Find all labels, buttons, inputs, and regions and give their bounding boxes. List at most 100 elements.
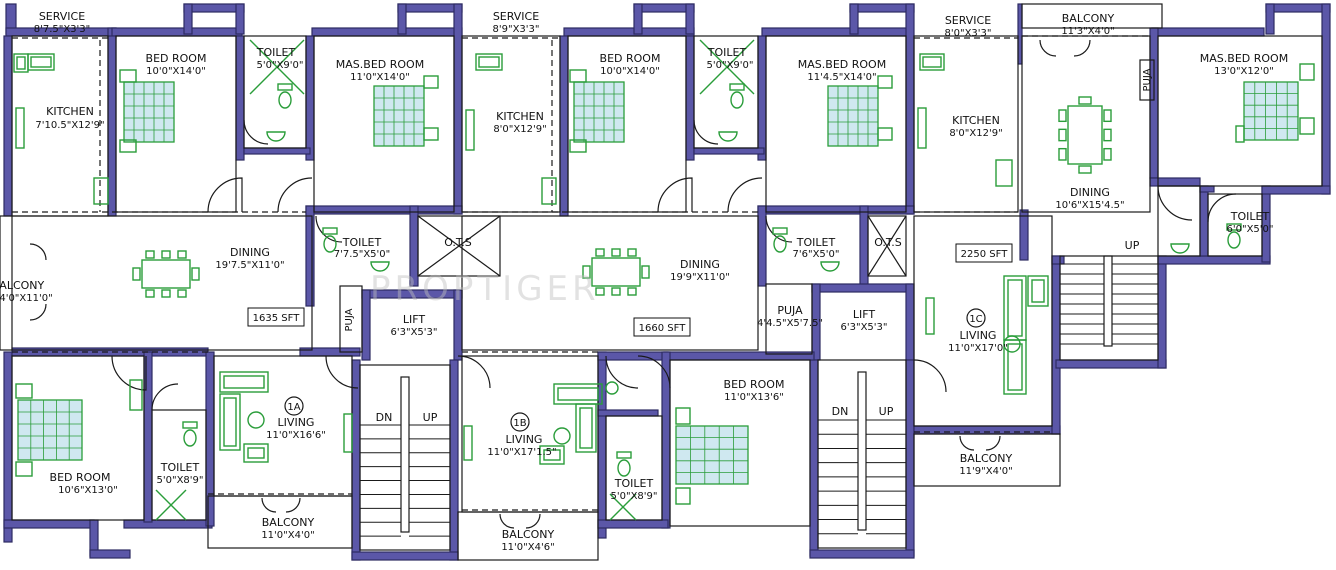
nightstand — [15, 383, 33, 399]
unit-1c-area: 2250 SFT — [961, 249, 1009, 260]
unit-1b-badge: 1B — [513, 418, 526, 429]
nightstand — [423, 127, 439, 141]
washbasin-fixture — [266, 131, 286, 142]
fridge — [995, 159, 1013, 187]
washbasin-fixture — [718, 131, 738, 142]
sofa-1c-a — [1003, 275, 1027, 341]
staircase-2 — [817, 359, 907, 549]
bed-1b-master — [827, 85, 879, 147]
stair-1-dn-label: DN — [376, 411, 393, 424]
furniture — [13, 39, 1315, 521]
lift-2-label: LIFT — [853, 308, 876, 321]
armchair-1c — [1027, 275, 1049, 307]
nightstand — [569, 69, 587, 83]
room-labels: SERVICE 8'7.5"X3'3" KITCHEN 7'10.5"X12'9… — [0, 10, 1288, 553]
nightstand — [1299, 63, 1315, 81]
coffee-table — [553, 427, 571, 445]
bed-1a-master — [373, 85, 425, 147]
bedroom-1a-bottom-label: BED ROOM — [50, 471, 111, 484]
service-1a-size: 8'7.5"X3'3" — [34, 24, 91, 35]
puja-1b-label: PUJA — [777, 304, 803, 317]
unit-1a-badge: 1A — [287, 402, 300, 413]
sofa-1a-a — [219, 371, 269, 393]
stair-2-dn-label: DN — [832, 405, 849, 418]
nightstand — [1299, 117, 1315, 135]
bed-1c-master — [1243, 81, 1299, 141]
kitchen-sink — [475, 53, 503, 71]
bedroom-1b-top-label: BED ROOM — [600, 52, 661, 65]
dashed-partitions — [12, 35, 1150, 511]
toilet-fixture — [616, 451, 632, 477]
toilet-1b-top-label: TOILET — [707, 46, 747, 59]
living-1b-size: 11'0"X17'1.5" — [487, 447, 556, 458]
puja-1a-label: PUJA — [344, 308, 355, 331]
service-1b-size: 8'9"X3'3" — [493, 24, 540, 35]
stair-1-up-label: UP — [423, 411, 438, 424]
balcony-1b-bottom-size: 11'0"X4'6" — [501, 542, 554, 553]
living-1c-size: 11'0"X17'0" — [948, 343, 1008, 354]
masbed-1b-label: MAS.BED ROOM — [798, 58, 886, 71]
toilet-1b-mid-size: 7'6"X5'0" — [793, 249, 840, 260]
toilet-1a-bottom-label: TOILET — [160, 461, 200, 474]
doors — [29, 39, 1237, 529]
dining-1c-size: 10'6"X15'4.5" — [1055, 200, 1124, 211]
masbed-1a-size: 11'0"X14'0" — [350, 72, 410, 83]
balcony-1c-top-size: 11'3"X4'0" — [1061, 26, 1114, 37]
living-1b-label: LIVING — [506, 433, 543, 446]
dining-table-1c — [1058, 96, 1112, 174]
service-1a-label: SERVICE — [39, 10, 85, 23]
bedroom-1b-bottom-size: 11'0"X13'6" — [724, 392, 784, 403]
balcony-1c-top-label: BALCONY — [1062, 12, 1115, 25]
nightstand — [877, 127, 893, 141]
service-1c-label: SERVICE — [945, 14, 991, 27]
sofa-1a-b — [219, 393, 241, 451]
nightstand — [119, 139, 137, 153]
shower-fixture — [699, 39, 755, 95]
sofa-1b-a — [553, 383, 603, 405]
kitchen-sink — [919, 53, 945, 71]
sofa-1b-b — [575, 403, 597, 453]
kitchen-1a-size: 7'10.5"X12'9" — [35, 120, 104, 131]
toilet-1a-bottom-size: 5'0"X8'9" — [157, 475, 204, 486]
dining-table-1b — [582, 248, 650, 296]
bed-1b-bottom — [675, 425, 749, 485]
armchair-1b — [539, 445, 565, 465]
staircases — [359, 255, 1159, 551]
dresser — [1235, 125, 1245, 143]
toilet-1a-top-size: 5'0"X9'0" — [257, 60, 304, 71]
lift-1-size: 6'3"X5'3" — [391, 327, 438, 338]
nightstand — [877, 75, 893, 89]
toilet-fixture — [322, 227, 338, 253]
wardrobe — [129, 379, 143, 411]
bedroom-1a-bottom-size: 10'6"X13'0" — [58, 485, 118, 496]
ots-2-label: O.T.S — [874, 236, 902, 249]
fridge — [541, 177, 557, 205]
coffee-table — [1003, 335, 1021, 353]
walls — [3, 3, 1331, 561]
basin — [605, 381, 619, 395]
toilet-fixture — [182, 421, 198, 447]
bedroom-1a-top-size: 10'0"X14'0" — [146, 66, 206, 77]
toilet-fixture — [1226, 223, 1242, 249]
ots-shafts — [417, 215, 907, 277]
kitchen-1a-label: KITCHEN — [46, 105, 94, 118]
toilet-fixture — [729, 83, 745, 109]
tv-unit — [925, 297, 935, 335]
masbed-1c-size: 13'0"X12'0" — [1214, 66, 1274, 77]
washbasin-fixture — [820, 261, 840, 272]
staircase-1 — [359, 364, 451, 551]
tv-unit — [343, 413, 353, 453]
shower-fixture — [249, 39, 305, 95]
shower-fixture — [609, 493, 637, 521]
shower-fixture — [155, 489, 187, 521]
watermark: PROPTIGER — [370, 269, 600, 309]
washbasin-fixture — [1170, 243, 1190, 254]
bedroom-1b-bottom-label: BED ROOM — [724, 378, 785, 391]
toilet-fixture — [772, 227, 788, 253]
masbed-1a-label: MAS.BED ROOM — [336, 58, 424, 71]
dining-1a-size: 19'7.5"X11'0" — [215, 260, 284, 271]
toilet-1b-top-size: 5'0"X9'0" — [707, 60, 754, 71]
lift-2-size: 6'3"X5'3" — [841, 322, 888, 333]
balcony-1c-bottom-label: BALCONY — [960, 452, 1013, 465]
nightstand — [423, 75, 439, 89]
